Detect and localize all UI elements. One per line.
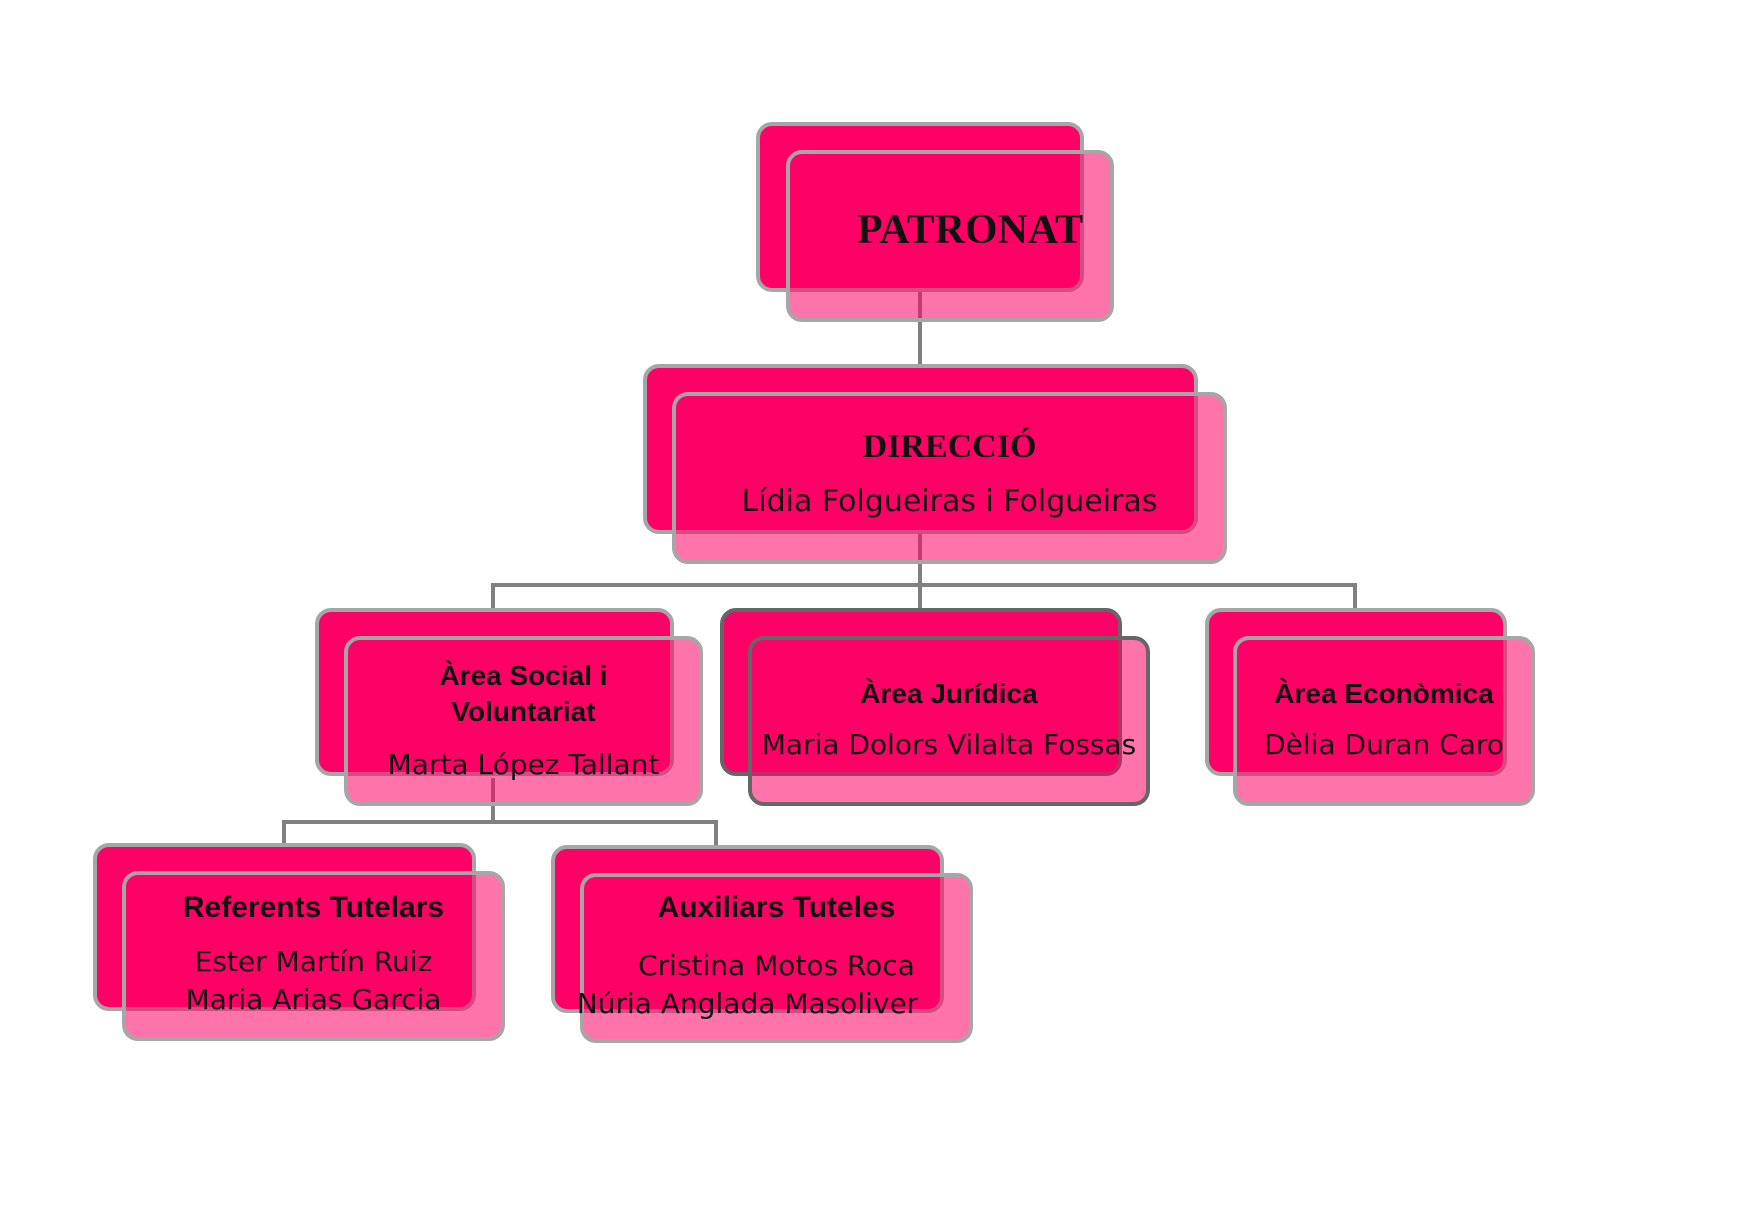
area-social-title-line2: Voluntariat xyxy=(451,696,596,727)
area-economica-person: Dèlia Duran Caro xyxy=(1264,728,1504,761)
referents-title: Referents Tutelars xyxy=(182,891,445,924)
area-economica-title: Àrea Econòmica xyxy=(1274,678,1494,709)
direccio-title: DIRECCIÓ xyxy=(862,428,1037,465)
node-area-social: Àrea Social i Voluntariat Marta López Ta… xyxy=(315,608,703,806)
area-social-person: Marta López Tallant xyxy=(387,748,660,781)
node-referents-tutelars: Referents Tutelars Ester Martín Ruiz Mar… xyxy=(93,843,505,1041)
node-area-juridica: Àrea Jurídica Maria Dolors Vilalta Fossa… xyxy=(720,608,1150,806)
node-patronat: PATRONAT xyxy=(756,122,1114,322)
area-social-title-line1: Àrea Social i xyxy=(439,660,608,691)
node-auxiliars-tuteles: Auxiliars Tuteles Cristina Motos Roca Nú… xyxy=(551,845,973,1043)
auxiliars-person-1: Cristina Motos Roca xyxy=(638,949,915,982)
referents-person-1: Ester Martín Ruiz xyxy=(194,945,433,978)
connector-social-children xyxy=(282,820,718,845)
area-juridica-title: Àrea Jurídica xyxy=(860,678,1038,709)
patronat-title: PATRONAT xyxy=(856,207,1084,253)
referents-person-2: Maria Arias Garcia xyxy=(185,983,442,1016)
area-juridica-person: Maria Dolors Vilalta Fossas xyxy=(761,728,1137,761)
node-area-economica: Àrea Econòmica Dèlia Duran Caro xyxy=(1205,608,1535,806)
connector-areas-bus xyxy=(491,583,1357,610)
auxiliars-title: Auxiliars Tuteles xyxy=(657,891,896,924)
auxiliars-person-2: Núria Anglada Masoliver xyxy=(576,987,919,1020)
direccio-person: Lídia Folgueiras i Folgueiras xyxy=(741,484,1158,519)
node-direccio: DIRECCIÓ Lídia Folgueiras i Folgueiras xyxy=(643,364,1227,564)
